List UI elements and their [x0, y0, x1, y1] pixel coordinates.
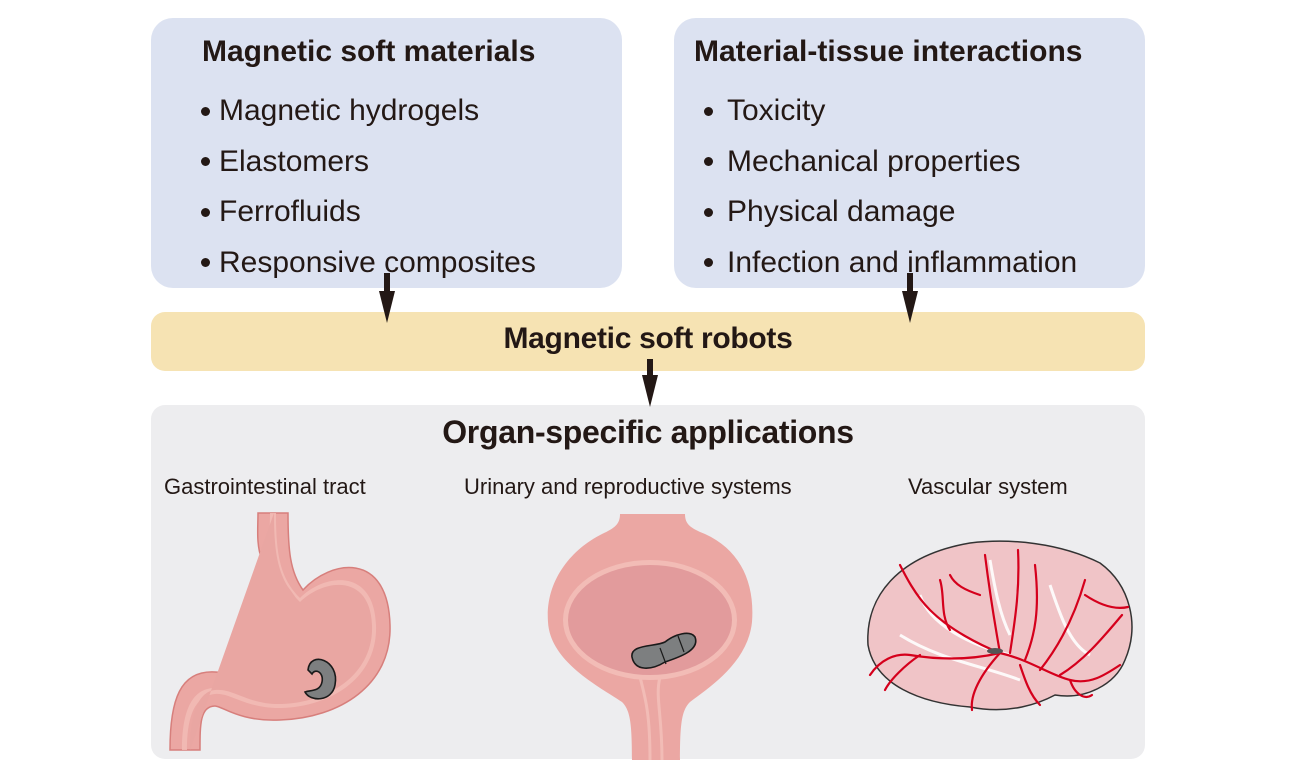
robots-title: Magnetic soft robots — [503, 322, 793, 355]
bullet-icon — [704, 258, 713, 268]
bullet-icon — [201, 106, 210, 116]
materials-list: Magnetic hydrogels Elastomers Ferrofluid… — [201, 86, 536, 288]
interactions-title: Material-tissue interactions — [694, 35, 1083, 68]
list-item: Toxicity — [704, 86, 1077, 137]
bullet-icon — [201, 258, 210, 268]
list-item: Responsive composites — [201, 238, 536, 289]
list-item: Infection and inflammation — [704, 238, 1077, 289]
list-item: Elastomers — [201, 137, 536, 188]
bullet-icon — [201, 207, 210, 217]
interactions-list: Toxicity Mechanical properties Physical … — [704, 86, 1077, 288]
magnetic-robot-icon — [303, 658, 337, 700]
organ-label-urinary: Urinary and reproductive systems — [464, 474, 792, 499]
arrow-down-icon — [642, 359, 658, 407]
stomach-icon — [169, 512, 391, 751]
bullet-icon — [201, 157, 210, 167]
applications-title: Organ-specific applications — [442, 414, 854, 450]
arrow-down-icon — [379, 273, 395, 323]
list-item: Magnetic hydrogels — [201, 86, 536, 137]
arrow-down-icon — [902, 273, 918, 323]
organ-label-gi: Gastrointestinal tract — [164, 474, 366, 499]
materials-title: Magnetic soft materials — [202, 35, 536, 68]
material-tissue-interactions-box: Material-tissue interactions Toxicity Me… — [674, 18, 1145, 288]
list-item: Ferrofluids — [201, 187, 536, 238]
bladder-icon — [547, 514, 753, 761]
list-item: Mechanical properties — [704, 137, 1077, 188]
brain-vasculature-icon — [867, 540, 1133, 712]
magnetic-soft-materials-box: Magnetic soft materials Magnetic hydroge… — [151, 18, 622, 288]
bullet-icon — [704, 207, 713, 217]
bullet-icon — [704, 106, 713, 116]
list-item: Physical damage — [704, 187, 1077, 238]
bullet-icon — [704, 157, 713, 167]
organ-label-vascular: Vascular system — [908, 474, 1068, 499]
